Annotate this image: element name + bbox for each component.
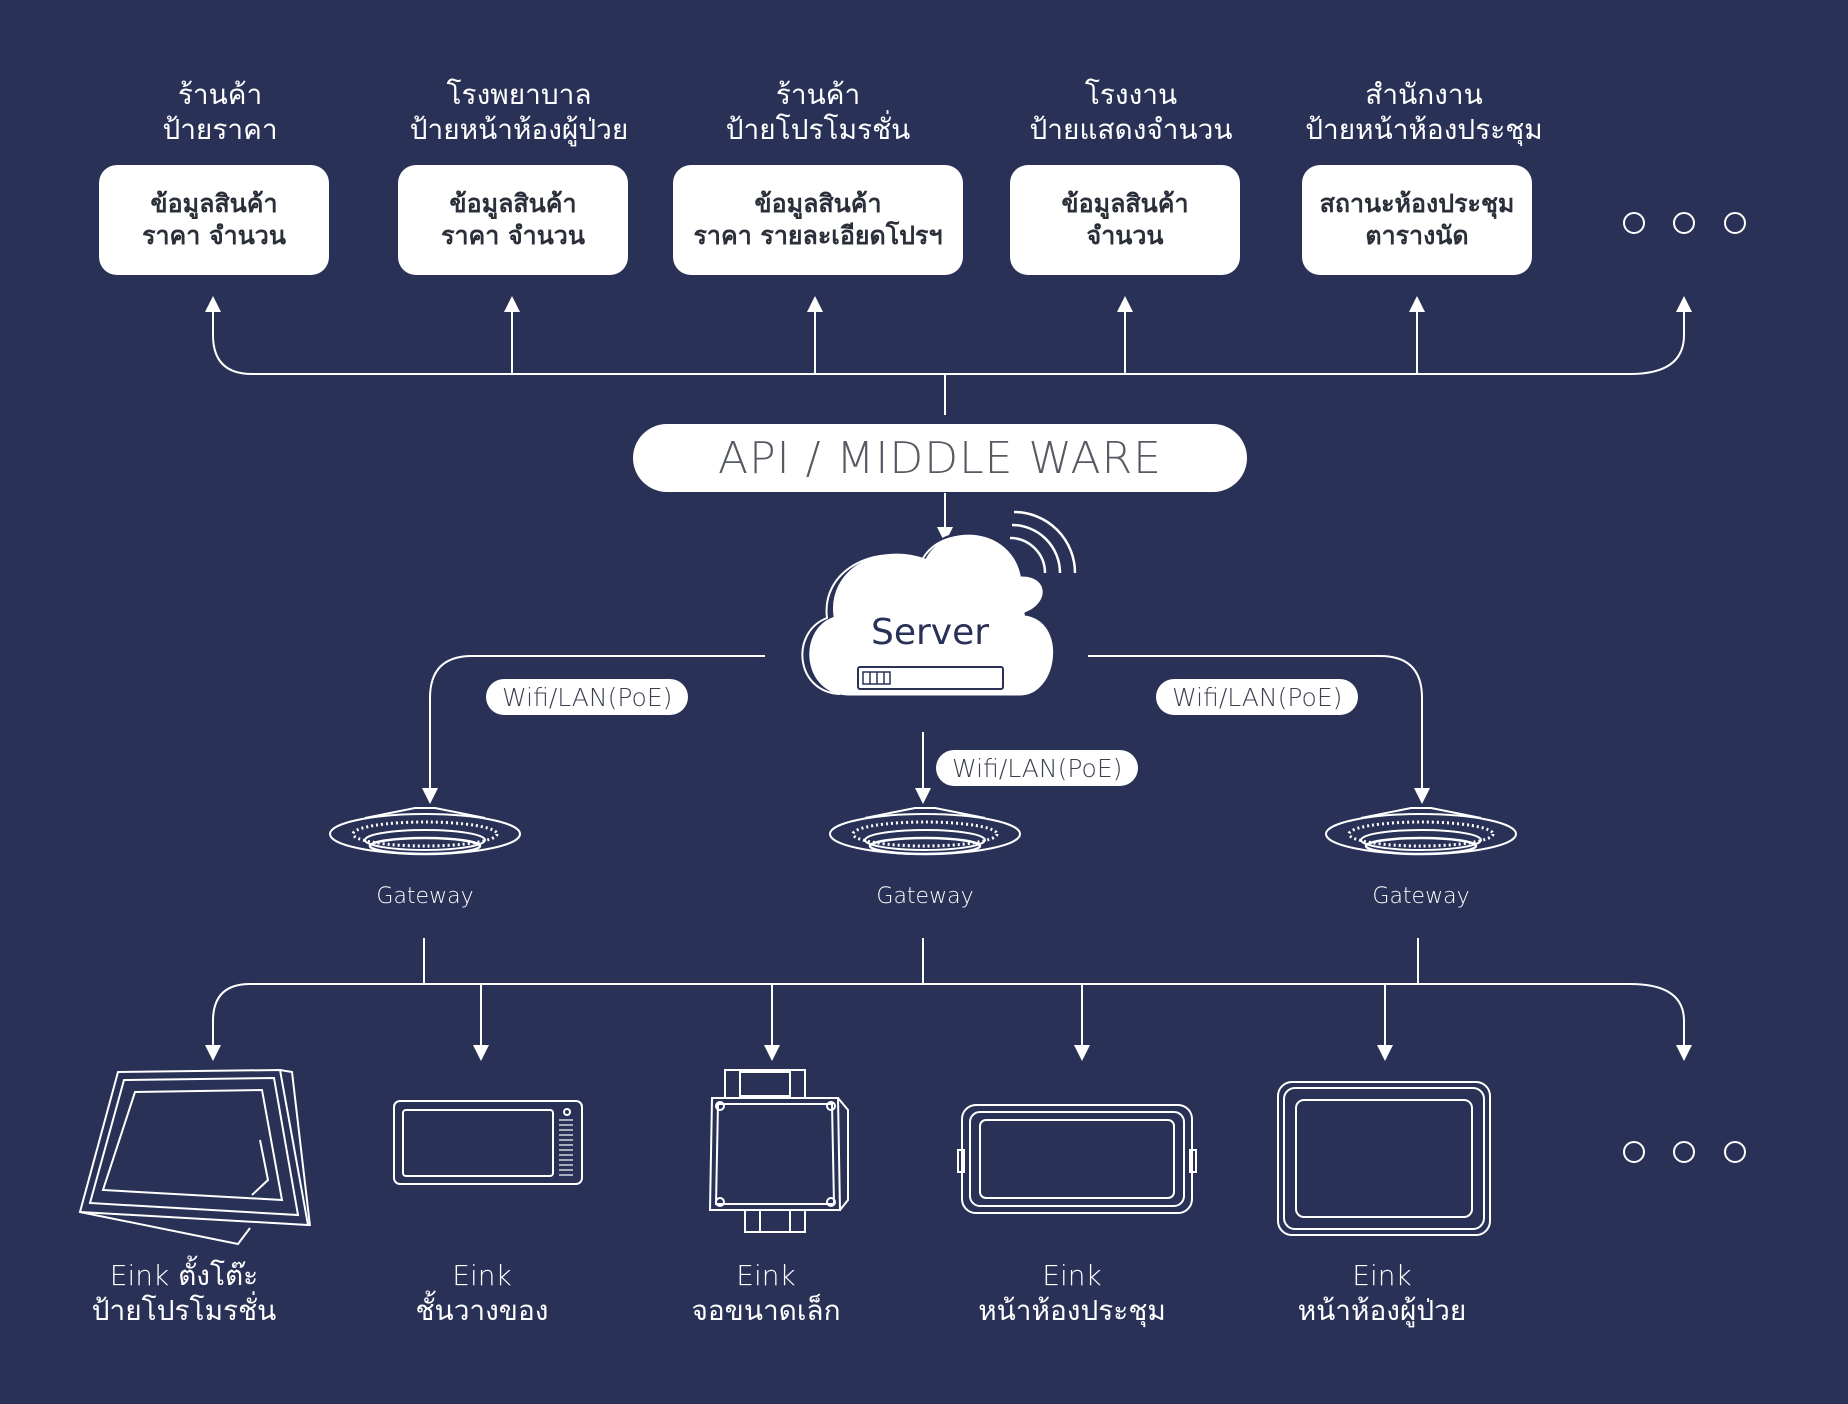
- top-section-label: สำนักงาน ป้ายหน้าห้องประชุม: [1274, 77, 1574, 147]
- device-subtitle: หน้าห้องผู้ป่วย: [1297, 1294, 1467, 1327]
- connection-label: Wifi/LAN(PoE): [1156, 679, 1359, 715]
- server-gateway-connector: [422, 655, 1430, 804]
- small-screen-icon: [708, 1069, 849, 1233]
- top-section-label: ร้านค้า ป้ายราคา: [70, 77, 370, 147]
- sign-type-label: ป้ายแสดงจำนวน: [1029, 113, 1233, 146]
- more-dots-icon: [1623, 212, 1746, 234]
- middleware-box: API / MIDDLE WARE: [633, 424, 1247, 492]
- device-subtitle: หน้าห้องประชุม: [978, 1294, 1166, 1327]
- device-label: Eink หน้าห้องประชุม: [922, 1258, 1222, 1328]
- box-line: ข้อมูลสินค้า: [150, 189, 278, 218]
- server-label: Server: [870, 612, 990, 653]
- gateway-label: Gateway: [1372, 884, 1470, 909]
- device-name: Eink: [452, 1259, 512, 1292]
- server-cloud-icon: [801, 510, 1077, 699]
- device-subtitle: ป้ายโปรโมรชั่น: [91, 1294, 277, 1327]
- box-line: ข้อมูลสินค้า: [754, 189, 882, 218]
- desk-display-icon: [78, 1068, 311, 1246]
- data-box: ข้อมูลสินค้า ราคา รายละเอียดโปรฯ: [673, 165, 963, 275]
- device-name: Eink: [1042, 1259, 1102, 1292]
- box-line: ตารางนัด: [1365, 221, 1469, 250]
- data-box: สถานะห้องประชุม ตารางนัด: [1302, 165, 1532, 275]
- device-name: Eink ตั้งโต๊ะ: [109, 1259, 259, 1292]
- category-label: ร้านค้า: [775, 78, 861, 111]
- sign-type-label: ป้ายหน้าห้องประชุม: [1305, 113, 1543, 146]
- data-box: ข้อมูลสินค้า ราคา จำนวน: [398, 165, 628, 275]
- device-subtitle: ชั้นวางของ: [415, 1294, 549, 1327]
- sign-type-label: ป้ายโปรโมรชั่น: [725, 113, 911, 146]
- connection-label: Wifi/LAN(PoE): [936, 750, 1139, 786]
- device-label: Eink จอขนาดเล็ก: [616, 1258, 916, 1328]
- box-line: ราคา จำนวน: [142, 221, 286, 250]
- box-line: จำนวน: [1086, 221, 1164, 250]
- bottom-bus-connector: [205, 938, 1692, 1061]
- connection-label: Wifi/LAN(PoE): [486, 679, 689, 715]
- category-label: โรงงาน: [1084, 78, 1178, 111]
- category-label: ร้านค้า: [177, 78, 263, 111]
- box-line: ราคา จำนวน: [441, 221, 585, 250]
- device-subtitle: จอขนาดเล็ก: [691, 1294, 841, 1327]
- gateway-label: Gateway: [876, 884, 974, 909]
- device-label: Eink หน้าห้องผู้ป่วย: [1232, 1258, 1532, 1328]
- device-name: Eink: [1352, 1259, 1412, 1292]
- meeting-room-display-icon: [957, 1104, 1197, 1214]
- category-label: สำนักงาน: [1365, 78, 1483, 111]
- device-label: Eink ชั้นวางของ: [332, 1258, 632, 1328]
- sign-type-label: ป้ายราคา: [162, 113, 278, 146]
- gateway-icon: [829, 807, 1021, 856]
- device-name: Eink: [736, 1259, 796, 1292]
- top-bus-connector: [205, 296, 1692, 415]
- data-box: ข้อมูลสินค้า จำนวน: [1010, 165, 1240, 275]
- box-line: ข้อมูลสินค้า: [1061, 189, 1189, 218]
- shelf-label-icon: [393, 1100, 583, 1185]
- box-line: สถานะห้องประชุม: [1319, 189, 1515, 218]
- box-line: ข้อมูลสินค้า: [449, 189, 577, 218]
- data-box: ข้อมูลสินค้า ราคา จำนวน: [99, 165, 329, 275]
- sign-type-label: ป้ายหน้าห้องผู้ป่วย: [409, 113, 629, 146]
- top-section-label: ร้านค้า ป้ายโปรโมรชั่น: [668, 77, 968, 147]
- category-label: โรงพยาบาล: [446, 78, 592, 111]
- device-label: Eink ตั้งโต๊ะ ป้ายโปรโมรชั่น: [34, 1258, 334, 1328]
- top-section-label: โรงพยาบาล ป้ายหน้าห้องผู้ป่วย: [369, 77, 669, 147]
- gateway-icon: [329, 807, 521, 856]
- gateway-icon: [1325, 807, 1517, 856]
- box-line: ราคา รายละเอียดโปรฯ: [693, 221, 943, 250]
- top-section-label: โรงงาน ป้ายแสดงจำนวน: [981, 77, 1281, 147]
- more-dots-icon: [1623, 1141, 1746, 1163]
- gateway-label: Gateway: [376, 884, 474, 909]
- patient-room-display-icon: [1277, 1081, 1491, 1236]
